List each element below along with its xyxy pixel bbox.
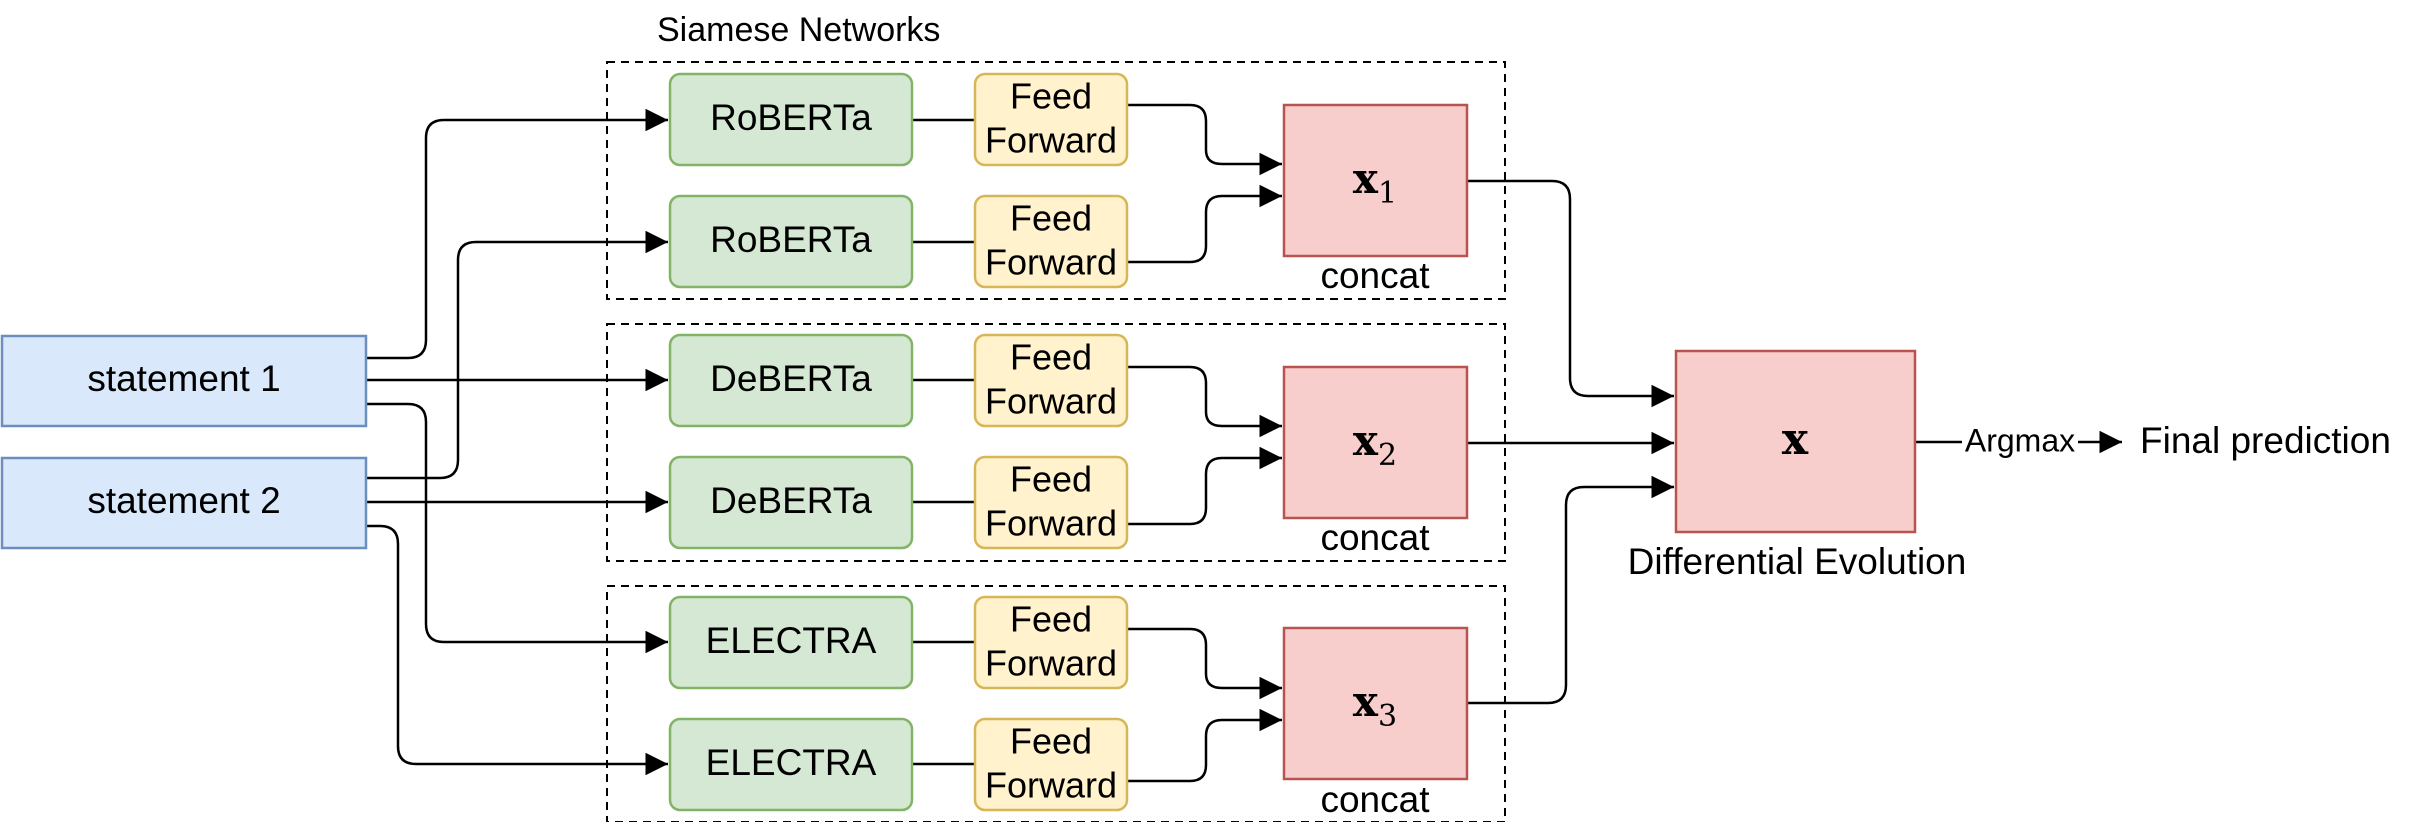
feed-forward-2: Feed Forward <box>973 194 1129 289</box>
differential-evolution-label: Differential Evolution <box>1628 541 1967 582</box>
concat-label-2: concat <box>1320 517 1430 558</box>
edge-x1-ensemble <box>1467 179 1674 408</box>
concat-label-3: concat <box>1320 779 1430 820</box>
concat-label-1: concat <box>1320 255 1430 296</box>
input-statement-1: statement 1 <box>0 334 368 428</box>
svg-text:ELECTRA: ELECTRA <box>706 620 877 661</box>
svg-text:Forward: Forward <box>985 765 1117 806</box>
encoder-deberta-2: DeBERTa <box>668 455 914 550</box>
input-statement-2-label: statement 2 <box>87 480 280 521</box>
edge-s2-roberta <box>366 230 668 480</box>
feed-forward-3: Feed Forward <box>973 333 1129 428</box>
edge-s1-electra <box>366 402 668 654</box>
argmax-label: Argmax <box>1965 422 2075 458</box>
ensemble-node: x Differential Evolution <box>1628 349 1967 582</box>
svg-text:Feed: Feed <box>1010 599 1092 640</box>
edge-s1-roberta <box>366 108 668 360</box>
svg-text:Forward: Forward <box>985 381 1117 422</box>
concat-node-x3: x3 concat <box>1282 626 1469 820</box>
svg-text:RoBERTa: RoBERTa <box>710 97 872 138</box>
connectors <box>366 103 2122 783</box>
svg-text:Feed: Feed <box>1010 198 1092 239</box>
svg-text:ELECTRA: ELECTRA <box>706 742 877 783</box>
svg-text:DeBERTa: DeBERTa <box>710 480 872 521</box>
svg-text:x3: x3 <box>1353 677 1397 734</box>
encoder-electra-2: ELECTRA <box>668 717 914 812</box>
input-statement-2: statement 2 <box>0 456 368 550</box>
svg-text:Feed: Feed <box>1010 337 1092 378</box>
svg-text:x2: x2 <box>1353 416 1397 473</box>
svg-text:Feed: Feed <box>1010 459 1092 500</box>
feed-forward-6: Feed Forward <box>973 717 1129 812</box>
svg-text:Feed: Feed <box>1010 76 1092 117</box>
final-prediction-label: Final prediction <box>2140 420 2391 461</box>
feed-forward-1: Feed Forward <box>973 72 1129 167</box>
siamese-group-roberta <box>606 61 1506 300</box>
svg-text:Forward: Forward <box>985 120 1117 161</box>
edge-s2-electra <box>366 524 668 776</box>
feed-forward-5: Feed Forward <box>973 595 1129 690</box>
svg-text:Forward: Forward <box>985 503 1117 544</box>
svg-text:Forward: Forward <box>985 242 1117 283</box>
encoder-electra-1: ELECTRA <box>668 595 914 690</box>
feed-forward-4: Feed Forward <box>973 455 1129 550</box>
svg-text:x: x <box>1782 414 1809 465</box>
svg-text:Feed: Feed <box>1010 721 1092 762</box>
encoder-roberta-1: RoBERTa <box>668 72 914 167</box>
svg-text:Forward: Forward <box>985 643 1117 684</box>
encoder-deberta-1: DeBERTa <box>668 333 914 428</box>
encoder-roberta-2: RoBERTa <box>668 194 914 289</box>
concat-node-x1: x1 concat <box>1282 103 1469 296</box>
input-statement-1-label: statement 1 <box>87 358 280 399</box>
svg-text:RoBERTa: RoBERTa <box>710 219 872 260</box>
siamese-networks-title: Siamese Networks <box>657 11 940 49</box>
svg-text:DeBERTa: DeBERTa <box>710 358 872 399</box>
svg-text:x1: x1 <box>1353 154 1397 211</box>
concat-node-x2: x2 concat <box>1282 365 1469 558</box>
edge-x3-ensemble <box>1467 475 1674 705</box>
siamese-group-deberta <box>606 323 1506 562</box>
